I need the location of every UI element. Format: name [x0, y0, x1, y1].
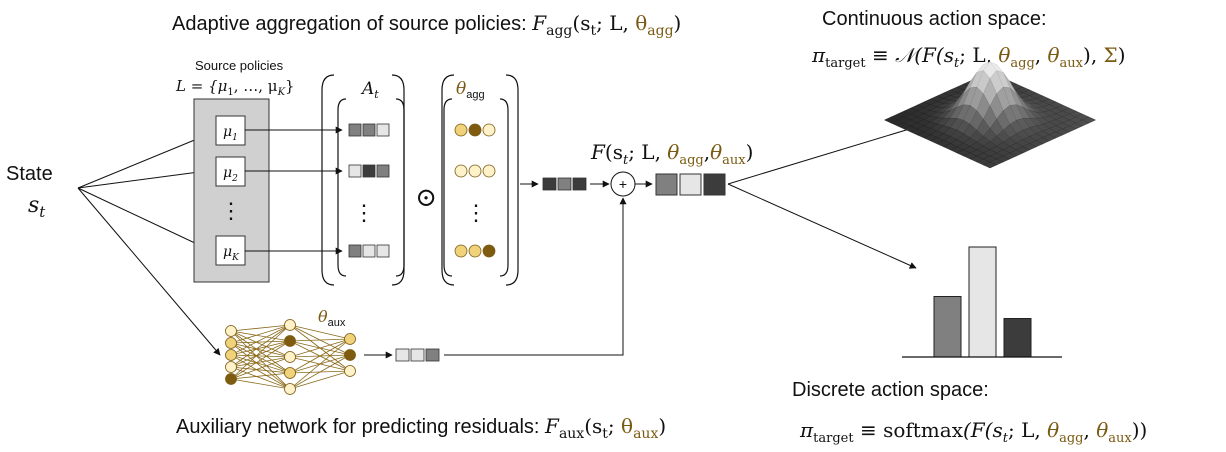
policy-box-2 — [215, 156, 246, 187]
aux-theta-label: θaux — [318, 307, 346, 329]
aux-out-cell-2 — [410, 348, 425, 362]
aux-output-vector — [395, 348, 440, 362]
mu-boxes: μ1 μ2 μK ⋮ — [215, 115, 246, 266]
aux-node-l2-1 — [284, 319, 296, 331]
A-cell-r2c1 — [348, 164, 362, 178]
agg-output-vector — [542, 177, 587, 191]
matrix-theta — [441, 74, 519, 286]
arrow-to-muK — [77, 187, 215, 253]
agg-out-cell-2 — [557, 177, 572, 191]
bottom-title: Auxiliary network for predicting residua… — [176, 414, 666, 442]
discrete-bar-3 — [1003, 318, 1032, 358]
A-cell-r1c2 — [362, 123, 376, 137]
theta-dot-r3c2 — [468, 244, 482, 258]
matrix-theta-ellipsis: ⋮ — [465, 201, 487, 226]
arrow-to-aux-net — [77, 187, 221, 356]
arrow-to-mu1 — [77, 131, 215, 189]
A-cell-r2c2 — [362, 164, 376, 178]
aux-node-l2-4 — [284, 367, 296, 379]
A-cell-r3c1 — [348, 244, 362, 258]
gaussian-surface-plot — [883, 61, 1097, 169]
A-cell-r3c3 — [376, 244, 390, 258]
discrete-bar-chart — [902, 246, 1062, 358]
continuous-formula: πtarget ≡ 𝒩(F(st; L, θagg, θaux), Σ) — [811, 43, 1126, 71]
matrix-A-ellipsis: ⋮ — [353, 201, 375, 226]
F-label: F(st; L, θagg,θaux) — [590, 140, 753, 168]
final-out-cell-1 — [655, 173, 678, 196]
theta-dot-r1c2 — [468, 123, 482, 137]
A-cell-r1c3 — [376, 123, 390, 137]
agg-out-cell-3 — [572, 177, 587, 191]
policy-ellipsis: ⋮ — [220, 199, 242, 224]
state-arrows — [77, 131, 221, 356]
source-policies-title: Source policies — [195, 58, 284, 73]
A-cell-r2c3 — [376, 164, 390, 178]
theta-dot-r2c3 — [482, 164, 496, 178]
theta-dot-r2c1 — [454, 164, 468, 178]
policy-label-1: μ1 — [223, 124, 238, 143]
mu-to-A-arrows — [245, 126, 343, 255]
matrix-theta-cells — [454, 123, 496, 258]
final-out-cell-3 — [703, 173, 726, 196]
aux-node-l3-1 — [344, 333, 356, 345]
matrix-A — [321, 74, 405, 286]
plus-symbol: + — [619, 176, 627, 192]
arrow-to-discrete — [727, 183, 917, 269]
theta-dot-r2c2 — [468, 164, 482, 178]
arrow-to-mu2 — [77, 167, 215, 189]
discrete-bar-2 — [968, 246, 997, 358]
policy-box-1 — [215, 115, 246, 146]
aux-node-l1-3 — [225, 349, 237, 361]
agg-out-cell-1 — [542, 177, 557, 191]
aux-out-cell-1 — [395, 348, 410, 362]
theta-dot-r3c3 — [482, 244, 496, 258]
state-label: State — [6, 163, 53, 185]
hadamard-operator: ⊙ — [415, 183, 437, 213]
state-symbol: st — [28, 193, 46, 221]
arrow-aux-to-plus — [444, 197, 627, 356]
discrete-title: Discrete action space: — [792, 379, 989, 401]
aux-node-l2-3 — [284, 351, 296, 363]
A-cell-r3c2 — [362, 244, 376, 258]
final-out-cell-2 — [679, 173, 702, 196]
matrix-A-label: At — [360, 79, 379, 101]
policy-label-3: μK — [223, 244, 240, 263]
final-output-vector — [655, 173, 726, 196]
matrix-A-cells — [348, 123, 390, 258]
matrix-theta-label: θagg — [456, 79, 485, 101]
aux-node-l3-3 — [344, 365, 356, 377]
theta-dot-r1c3 — [482, 123, 496, 137]
arrow-to-continuous — [727, 125, 917, 185]
theta-dot-r3c1 — [454, 244, 468, 258]
A-cell-r1c1 — [348, 123, 362, 137]
continuous-title: Continuous action space: — [822, 8, 1047, 30]
aux-network — [225, 319, 356, 395]
aux-node-l1-5 — [225, 373, 237, 385]
discrete-formula: πtarget ≡ softmax(F(st; L, θagg, θaux)) — [799, 418, 1147, 446]
aux-out-cell-3 — [425, 348, 440, 362]
aux-node-l3-2 — [344, 349, 356, 361]
source-policies-set: L = {μ1, …, μK} — [175, 77, 295, 98]
discrete-bar-1 — [933, 296, 962, 358]
aux-node-l2-5 — [284, 383, 296, 395]
top-title: Adaptive aggregation of source policies:… — [172, 11, 681, 39]
aux-node-l2-2 — [284, 335, 296, 347]
policy-label-2: μ2 — [223, 165, 238, 184]
theta-dot-r1c1 — [454, 123, 468, 137]
aux-node-l1-4 — [225, 361, 237, 373]
aux-node-l1-1 — [225, 325, 237, 337]
aux-node-l1-2 — [225, 337, 237, 349]
